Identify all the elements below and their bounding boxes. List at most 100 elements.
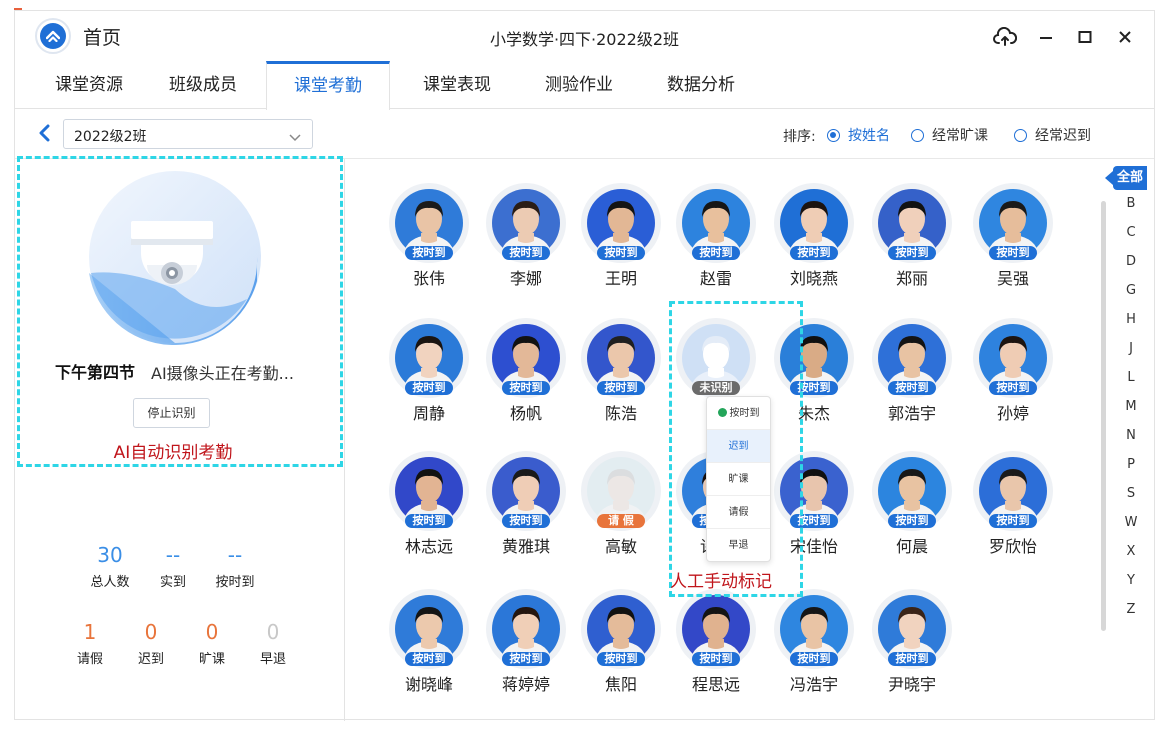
manual-status-menu: 按时到 迟到 旷课 请假 早退 bbox=[706, 396, 771, 562]
stat-0: 30 总人数 bbox=[80, 543, 140, 590]
stat-value: 1 bbox=[83, 620, 97, 644]
alphabet-letter[interactable]: J bbox=[1129, 341, 1133, 356]
attendance-badge: 按时到 bbox=[502, 652, 550, 666]
alphabet-letter[interactable]: G bbox=[1125, 283, 1137, 298]
alphabet-letter[interactable]: N bbox=[1126, 428, 1136, 443]
student-card[interactable]: 按时到谢晓峰 bbox=[381, 589, 477, 707]
student-name: 郭浩宇 bbox=[887, 404, 936, 423]
tab-performance[interactable]: 课堂表现 bbox=[423, 75, 491, 95]
alphabet-letter[interactable]: X bbox=[1126, 544, 1136, 559]
alphabet-letter[interactable]: Z bbox=[1126, 602, 1136, 617]
student-card[interactable]: 按时到尹晓宇 bbox=[864, 589, 960, 707]
student-card[interactable]: 按时到周静 bbox=[381, 318, 477, 436]
tab-quiz-homework[interactable]: 测验作业 bbox=[545, 75, 613, 95]
alphabet-letter[interactable]: B bbox=[1126, 196, 1136, 211]
tab-attendance[interactable]: 课堂考勤 bbox=[266, 61, 390, 110]
alphabet-all-button[interactable]: 全部 bbox=[1105, 166, 1147, 190]
stat-value: 30 bbox=[97, 543, 123, 567]
student-card[interactable]: 按时到吴强 bbox=[965, 183, 1061, 301]
student-card[interactable]: 请 假高敏 bbox=[573, 451, 669, 569]
student-name: 李娜 bbox=[509, 269, 542, 288]
attendance-badge: 按时到 bbox=[502, 514, 550, 528]
student-name: 郑丽 bbox=[895, 269, 928, 288]
student-card[interactable]: 按时到陈浩 bbox=[573, 318, 669, 436]
student-card[interactable]: 按时到杨帆 bbox=[478, 318, 574, 436]
student-card[interactable]: 按时到罗欣怡 bbox=[965, 451, 1061, 569]
tab-class-members[interactable]: 班级成员 bbox=[169, 75, 237, 95]
alphabet-letter[interactable]: S bbox=[1126, 486, 1136, 501]
alphabet-letter[interactable]: C bbox=[1126, 225, 1136, 240]
stat-value: 0 bbox=[266, 620, 280, 644]
home-chevron-icon bbox=[40, 23, 66, 49]
student-card[interactable]: 按时到焦阳 bbox=[573, 589, 669, 707]
home-button[interactable] bbox=[35, 18, 71, 54]
student-name: 吴强 bbox=[996, 269, 1029, 288]
tab-classroom-resources[interactable]: 课堂资源 bbox=[55, 75, 123, 95]
student-name: 赵雷 bbox=[699, 269, 732, 288]
student-card[interactable]: 按时到刘晓燕 bbox=[766, 183, 862, 301]
student-card[interactable]: 按时到郑丽 bbox=[864, 183, 960, 301]
attendance-badge: 按时到 bbox=[989, 381, 1037, 395]
alphabet-letter[interactable]: W bbox=[1124, 515, 1138, 530]
attendance-badge: 按时到 bbox=[790, 246, 838, 260]
student-card[interactable]: 按时到程思远 bbox=[668, 589, 764, 707]
student-name: 黄雅琪 bbox=[501, 537, 550, 556]
tab-data-analysis[interactable]: 数据分析 bbox=[667, 75, 735, 95]
stat-label: 按时到 bbox=[215, 575, 255, 590]
student-avatar bbox=[587, 595, 655, 663]
student-card[interactable]: 按时到李娜 bbox=[478, 183, 574, 301]
menu-item-late[interactable]: 迟到 bbox=[707, 430, 770, 463]
minimize-icon[interactable] bbox=[1033, 24, 1059, 50]
alphabet-letter[interactable]: L bbox=[1127, 370, 1135, 385]
student-avatar bbox=[780, 595, 848, 663]
student-card[interactable]: 按时到蒋婷婷 bbox=[478, 589, 574, 707]
student-card[interactable]: 按时到林志远 bbox=[381, 451, 477, 569]
attendance-left-panel bbox=[15, 159, 345, 721]
close-icon[interactable] bbox=[1112, 24, 1138, 50]
stat-1: --实到 bbox=[143, 543, 203, 590]
home-label[interactable]: 首页 bbox=[83, 27, 122, 49]
maximize-icon[interactable] bbox=[1072, 24, 1098, 50]
alphabet-letter[interactable]: D bbox=[1125, 254, 1136, 269]
student-name: 何晨 bbox=[895, 537, 928, 556]
menu-item-early-leave[interactable]: 早退 bbox=[728, 540, 749, 551]
sort-by-late-radio[interactable]: 经常迟到 bbox=[1014, 125, 1091, 145]
chevron-down-icon bbox=[288, 128, 302, 147]
back-arrow-icon[interactable] bbox=[37, 123, 53, 143]
alphabet-letter[interactable]: M bbox=[1125, 399, 1137, 414]
grid-scrollbar[interactable] bbox=[1101, 201, 1106, 631]
student-name: 王明 bbox=[604, 269, 637, 288]
ai-recognition-highlight bbox=[17, 156, 343, 467]
student-name: 谢晓峰 bbox=[404, 675, 453, 694]
class-select-value: 2022级2班 bbox=[74, 129, 147, 145]
ai-camera-status: AI摄像头正在考勤... bbox=[151, 364, 294, 383]
menu-item-on-time[interactable]: 按时到 bbox=[707, 397, 770, 430]
menu-item-absent[interactable]: 旷课 bbox=[707, 463, 770, 496]
ai-recognition-caption: AI自动识别考勤 bbox=[113, 443, 233, 463]
student-card[interactable]: 按时到张伟 bbox=[381, 183, 477, 301]
sort-by-absence-radio[interactable]: 经常旷课 bbox=[911, 125, 988, 145]
student-card[interactable]: 未识别 bbox=[668, 318, 764, 436]
student-card[interactable]: 按时到何晨 bbox=[864, 451, 960, 569]
student-card[interactable]: 按时到郭浩宇 bbox=[864, 318, 960, 436]
class-select[interactable]: 2022级2班 bbox=[63, 119, 313, 149]
student-avatar bbox=[587, 324, 655, 392]
cloud-upload-icon[interactable] bbox=[992, 24, 1018, 50]
student-card[interactable]: 按时到黄雅琪 bbox=[478, 451, 574, 569]
student-name: 杨帆 bbox=[509, 404, 542, 423]
student-card[interactable]: 按时到孙婷 bbox=[965, 318, 1061, 436]
sort-by-name-radio[interactable]: 按姓名 bbox=[827, 125, 890, 145]
stop-recognition-button[interactable]: 停止识别 bbox=[133, 398, 210, 428]
student-card[interactable]: 按时到王明 bbox=[573, 183, 669, 301]
alphabet-letter[interactable]: Y bbox=[1127, 573, 1135, 588]
student-card[interactable]: 按时到冯浩宇 bbox=[766, 589, 862, 707]
menu-item-leave[interactable]: 请假 bbox=[707, 496, 770, 529]
student-name: 尹晓宇 bbox=[887, 675, 936, 694]
stat-label: 总人数 bbox=[90, 575, 130, 590]
alphabet-letter[interactable]: P bbox=[1127, 457, 1135, 472]
student-name: 朱杰 bbox=[797, 404, 830, 423]
student-card[interactable]: 按时到赵雷 bbox=[668, 183, 764, 301]
alphabet-letter[interactable]: H bbox=[1126, 312, 1136, 327]
